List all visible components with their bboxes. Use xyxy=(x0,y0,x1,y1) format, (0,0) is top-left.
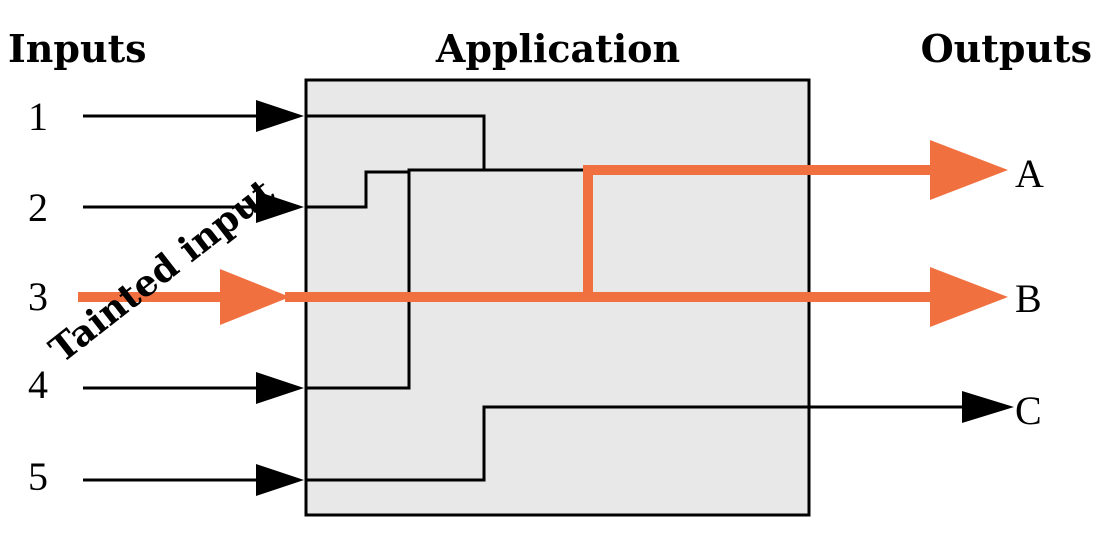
output-label-b: B xyxy=(1015,276,1042,321)
tainted-to-a-line xyxy=(583,165,940,297)
inputs-header: Inputs xyxy=(8,26,147,71)
tainted-flow xyxy=(78,140,1008,327)
output-label-c: C xyxy=(1015,388,1042,433)
input-label-1: 1 xyxy=(28,94,48,139)
input-4-internal-path xyxy=(306,168,484,390)
input-2-internal-path xyxy=(306,170,409,209)
input-4-arrowhead xyxy=(256,372,304,404)
outputs-header: Outputs xyxy=(921,26,1092,71)
input-label-2: 2 xyxy=(28,185,48,230)
output-b-arrowhead xyxy=(930,267,1008,327)
output-c-arrowhead xyxy=(962,391,1014,423)
input-label-3: 3 xyxy=(28,274,48,319)
input-2-arrowhead xyxy=(256,191,304,223)
input-5-to-c-path xyxy=(306,405,965,482)
tainted-input-arrowhead xyxy=(220,269,290,325)
output-a-arrowhead xyxy=(930,140,1008,200)
input-1-internal-path xyxy=(306,114,584,172)
output-label-a: A xyxy=(1015,151,1044,196)
input-5-arrowhead xyxy=(256,464,304,496)
input-label-5: 5 xyxy=(28,454,48,499)
input-1-arrowhead xyxy=(256,100,304,132)
input-label-4: 4 xyxy=(28,362,48,407)
tainted-input-label: Tainted input xyxy=(42,171,282,372)
application-header: Application xyxy=(435,26,680,71)
